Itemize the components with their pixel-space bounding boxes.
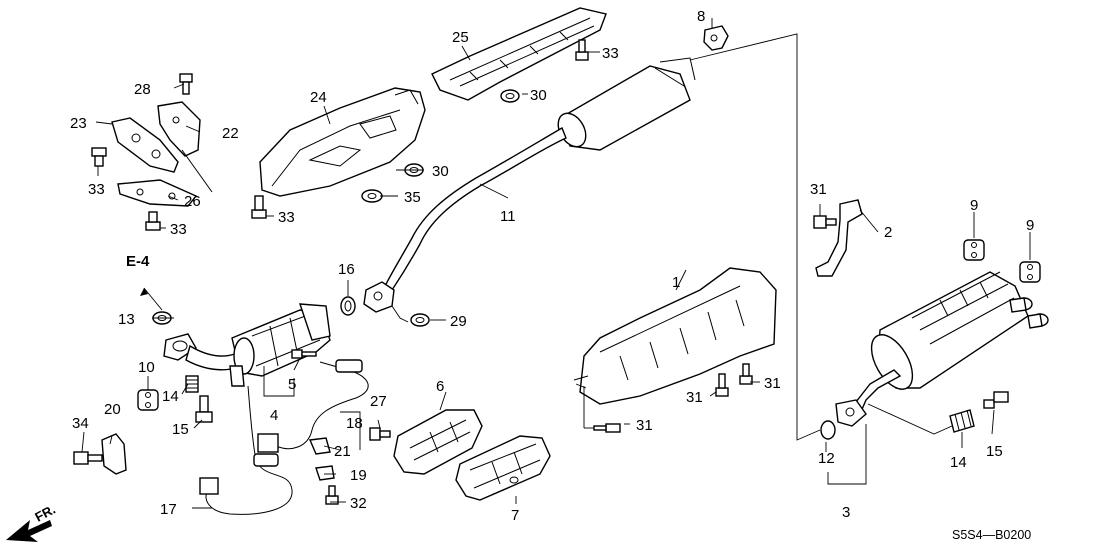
part-8-bracket [703,25,729,51]
bolt-27 [369,427,391,441]
callout-19: 19 [350,467,367,484]
callout-13: 13 [118,311,135,328]
callout-12: 12 [818,450,835,467]
callout-20: 20 [104,401,121,418]
o2-sensor-17 [199,385,293,515]
callout-17: 17 [160,501,177,518]
bolt-5 [291,349,317,359]
hanger-rubber-10 [137,389,159,411]
bolt-31-a [715,373,729,397]
callout-30a: 30 [530,87,547,104]
callout-33a: 33 [88,181,105,198]
o2-sensor-18 [257,359,369,453]
part-6-converter-shield [393,409,483,475]
bolt-33-top [575,39,589,61]
callout-22: 22 [222,125,239,142]
callout-23: 23 [70,115,87,132]
part-23-gasket [111,117,179,173]
clip-19 [315,465,335,481]
bracket-20 [101,433,127,475]
callout-33d: 33 [602,45,619,62]
callout-11: 11 [500,208,516,225]
callout-29: 29 [450,313,467,330]
part-25-heat-shield [431,7,607,101]
callout-33b: 33 [170,221,187,238]
bolt-33-shield [251,195,267,219]
callout-5: 5 [288,376,296,393]
front-arrow-icon [6,520,52,542]
part-2-hanger [815,199,863,277]
bolt-31-c [593,423,621,433]
nut-35 [361,189,383,203]
ref-link-e4[interactable]: E-4 [126,253,150,270]
callout-1: 1 [672,274,680,291]
leader-lines [81,18,1031,509]
callout-31b: 31 [686,389,703,406]
bolt-34 [73,451,103,465]
part-24-heat-shield [259,87,426,197]
callout-labels: 1 2 3 4 5 6 7 8 9 9 10 11 12 13 14 14 15… [70,8,1034,524]
clip-21 [308,437,331,455]
part-1-heat-shield [573,267,777,405]
bolt-28 [179,73,193,95]
callout-15b: 15 [986,443,1003,460]
callout-9b: 9 [1026,217,1034,234]
part-22-bracket [157,101,201,157]
callout-18: 18 [346,415,363,432]
callout-7: 7 [511,507,519,524]
callout-15a: 15 [172,421,189,438]
callout-30b: 30 [432,163,449,180]
diagram-code: S5S4—B0200 [952,528,1031,542]
callout-25: 25 [452,29,469,46]
callout-10: 10 [138,359,155,376]
bolt-33-lower [145,211,161,231]
callout-35: 35 [404,189,421,206]
callout-33c: 33 [278,209,295,226]
callout-24: 24 [310,89,327,106]
hanger-rubber-9a [963,239,985,261]
bolt-33-left [91,147,107,167]
callout-31d: 31 [764,375,781,392]
part-3-muffler [835,271,1049,427]
nut-29 [410,313,430,327]
callout-16: 16 [338,261,355,278]
bolt-15-left [195,395,213,423]
spring-14-left [185,375,199,393]
callout-26: 26 [184,193,201,210]
part-7-converter [455,435,551,501]
callout-32: 32 [350,495,367,512]
callout-27: 27 [370,393,387,410]
part-4-exhaust-pipe-a [163,303,331,387]
bolt-31-d [813,215,837,229]
callout-14b: 14 [950,454,967,471]
gasket-12 [820,420,836,440]
callout-21: 21 [334,443,351,460]
callout-4: 4 [270,407,278,424]
nut-30-upper [500,89,520,103]
callout-3: 3 [842,504,850,521]
callout-34: 34 [72,415,89,432]
hanger-rubber-9b [1019,261,1041,283]
callout-6: 6 [436,378,444,395]
callout-2: 2 [884,224,892,241]
bolt-32 [325,485,339,505]
callout-9a: 9 [970,197,978,214]
gasket-16 [340,296,356,316]
front-marker: FR. [32,502,58,525]
spring-14-right [949,409,975,433]
bolt-31-b [739,363,753,385]
callout-31c: 31 [636,417,653,434]
callout-14a: 14 [162,388,179,405]
callout-28: 28 [134,81,151,98]
callout-31a: 31 [810,181,827,198]
part-11-center-pipe [363,57,696,313]
bolt-15-right [983,391,1009,409]
callout-8: 8 [697,8,705,25]
